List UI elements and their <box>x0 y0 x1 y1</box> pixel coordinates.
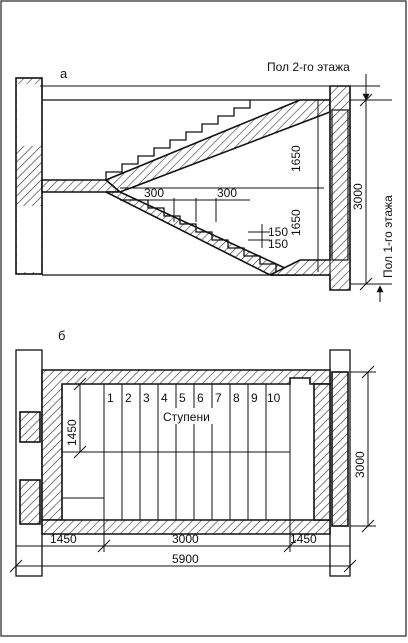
dim-right-landing: 1450 <box>290 532 317 546</box>
left-column-hatch-lower <box>19 479 41 525</box>
step-number: 10 <box>267 391 281 405</box>
flight-width-tick <box>73 445 87 459</box>
right-wall-core <box>331 109 349 261</box>
step-number: 7 <box>215 391 222 405</box>
overall-tick <box>343 559 357 573</box>
left-column-outline <box>15 349 43 577</box>
section-a-label: а <box>60 66 68 81</box>
left-wall-outline <box>15 77 43 275</box>
step-number: 9 <box>251 391 258 405</box>
lower-flight-steps <box>120 199 277 272</box>
left-column-hatch-upper <box>19 411 41 443</box>
step-number: 5 <box>179 391 186 405</box>
dim-tread-right: 300 <box>217 186 237 200</box>
dim-flight-upper: 1650 <box>289 145 303 172</box>
height-tick-bottom <box>359 277 373 291</box>
lower-flight-outline <box>103 451 291 521</box>
left-wall-window-upper <box>17 84 41 146</box>
right-dim-tick <box>361 365 375 379</box>
step-number: 3 <box>143 391 150 405</box>
chain-tick <box>97 539 111 553</box>
steps-label: Ступени <box>163 410 210 424</box>
step-number: 6 <box>197 391 204 405</box>
dim-flight-lower: 1650 <box>289 209 303 236</box>
dim-riser-2: 150 <box>268 237 288 251</box>
step-number: 8 <box>233 391 240 405</box>
lower-flight-treads <box>103 451 291 521</box>
section-b: б <box>9 328 376 577</box>
section-b-label: б <box>58 328 65 343</box>
dim-flight-width: 1450 <box>65 419 79 446</box>
chain-tick <box>283 539 297 553</box>
upper-flight-steps <box>105 100 251 180</box>
floor-2-label: Пол 2-го этажа <box>267 60 350 74</box>
dim-total-height: 3000 <box>351 183 365 210</box>
dim-left-landing: 1450 <box>50 532 77 546</box>
dim-riser-1: 150 <box>268 225 288 239</box>
dim-tread-left: 300 <box>144 186 164 200</box>
right-inner-wall <box>313 383 331 521</box>
height-tick-top <box>359 93 373 107</box>
dim-overall: 5900 <box>172 552 199 566</box>
dim-flight-length: 3000 <box>172 532 199 546</box>
right-dim-tick <box>361 519 375 533</box>
step-number: 2 <box>125 391 132 405</box>
section-a: а Пол 2-го этажа Пол 1-го этажа <box>15 60 395 302</box>
floor-1-label: Пол 1-го этажа <box>381 195 395 278</box>
dim-total-width: 3000 <box>353 451 367 478</box>
step-numbers: 1 2 3 4 5 6 7 8 9 10 <box>107 391 281 405</box>
right-column-hatch <box>331 371 349 527</box>
step-number: 1 <box>107 391 114 405</box>
step-number: 4 <box>161 391 168 405</box>
steps-label-bg <box>160 408 224 424</box>
overall-tick <box>9 559 23 573</box>
flight-width-tick <box>73 377 87 391</box>
left-wall-window-lower <box>17 206 41 272</box>
